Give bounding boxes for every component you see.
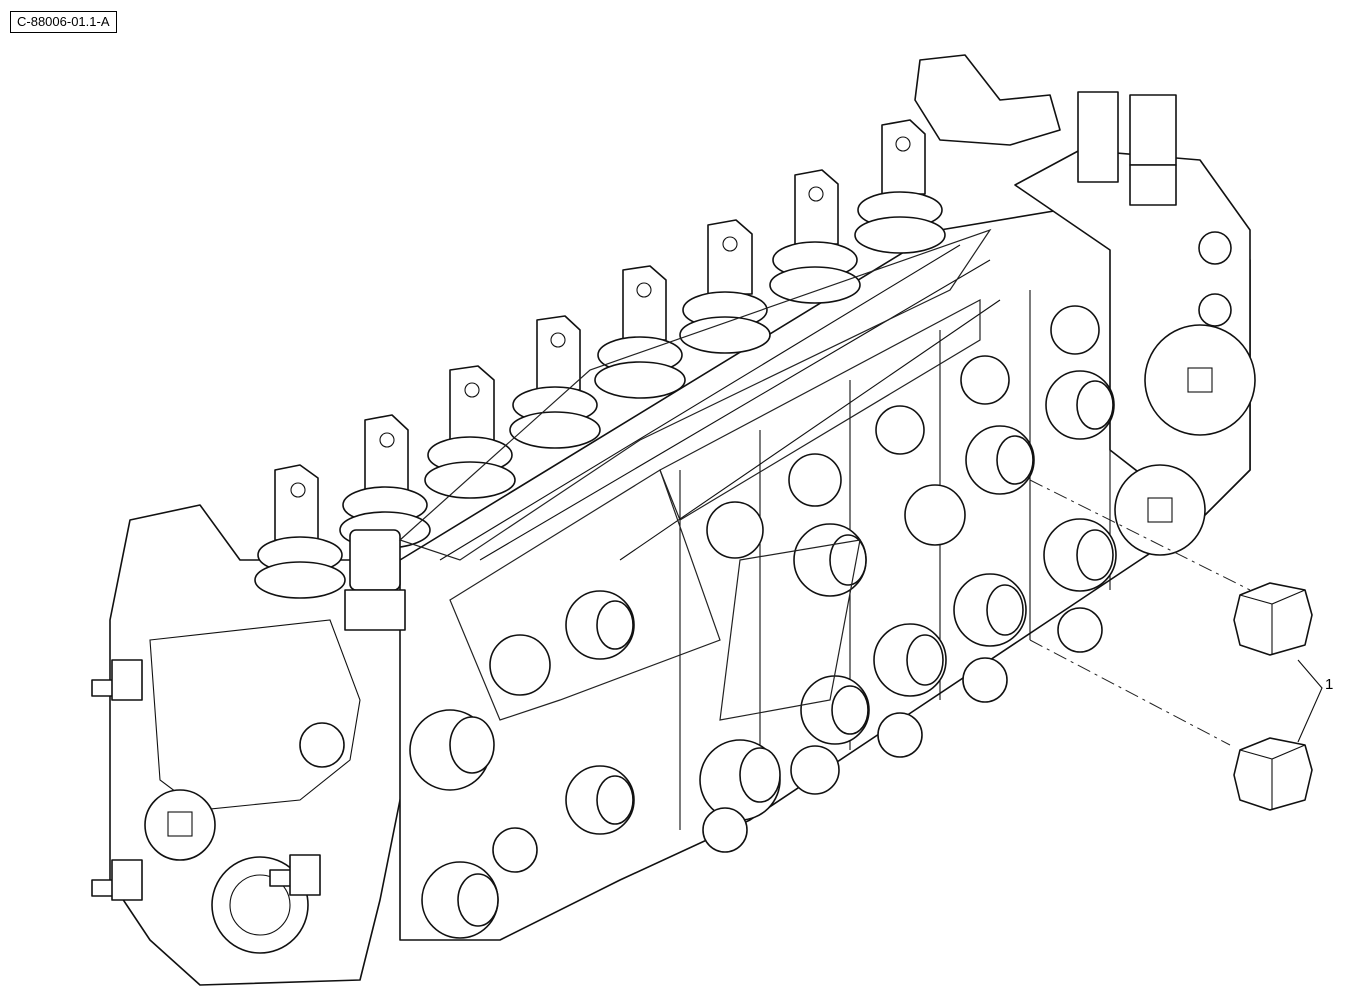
hex-cap-icon (1233, 582, 1313, 656)
callout-leader (1297, 659, 1323, 743)
watermark-logo-icon (398, 228, 992, 721)
leader-line-upper (1029, 479, 1251, 591)
callout-label-1: 1 (1325, 676, 1334, 693)
drawing-reference-code: C-88006-01.1-A (10, 11, 117, 33)
leader-line-lower (1029, 639, 1231, 746)
hex-cap-icon (1233, 737, 1313, 811)
hydraulic-valve-assembly-icon (91, 54, 1256, 986)
